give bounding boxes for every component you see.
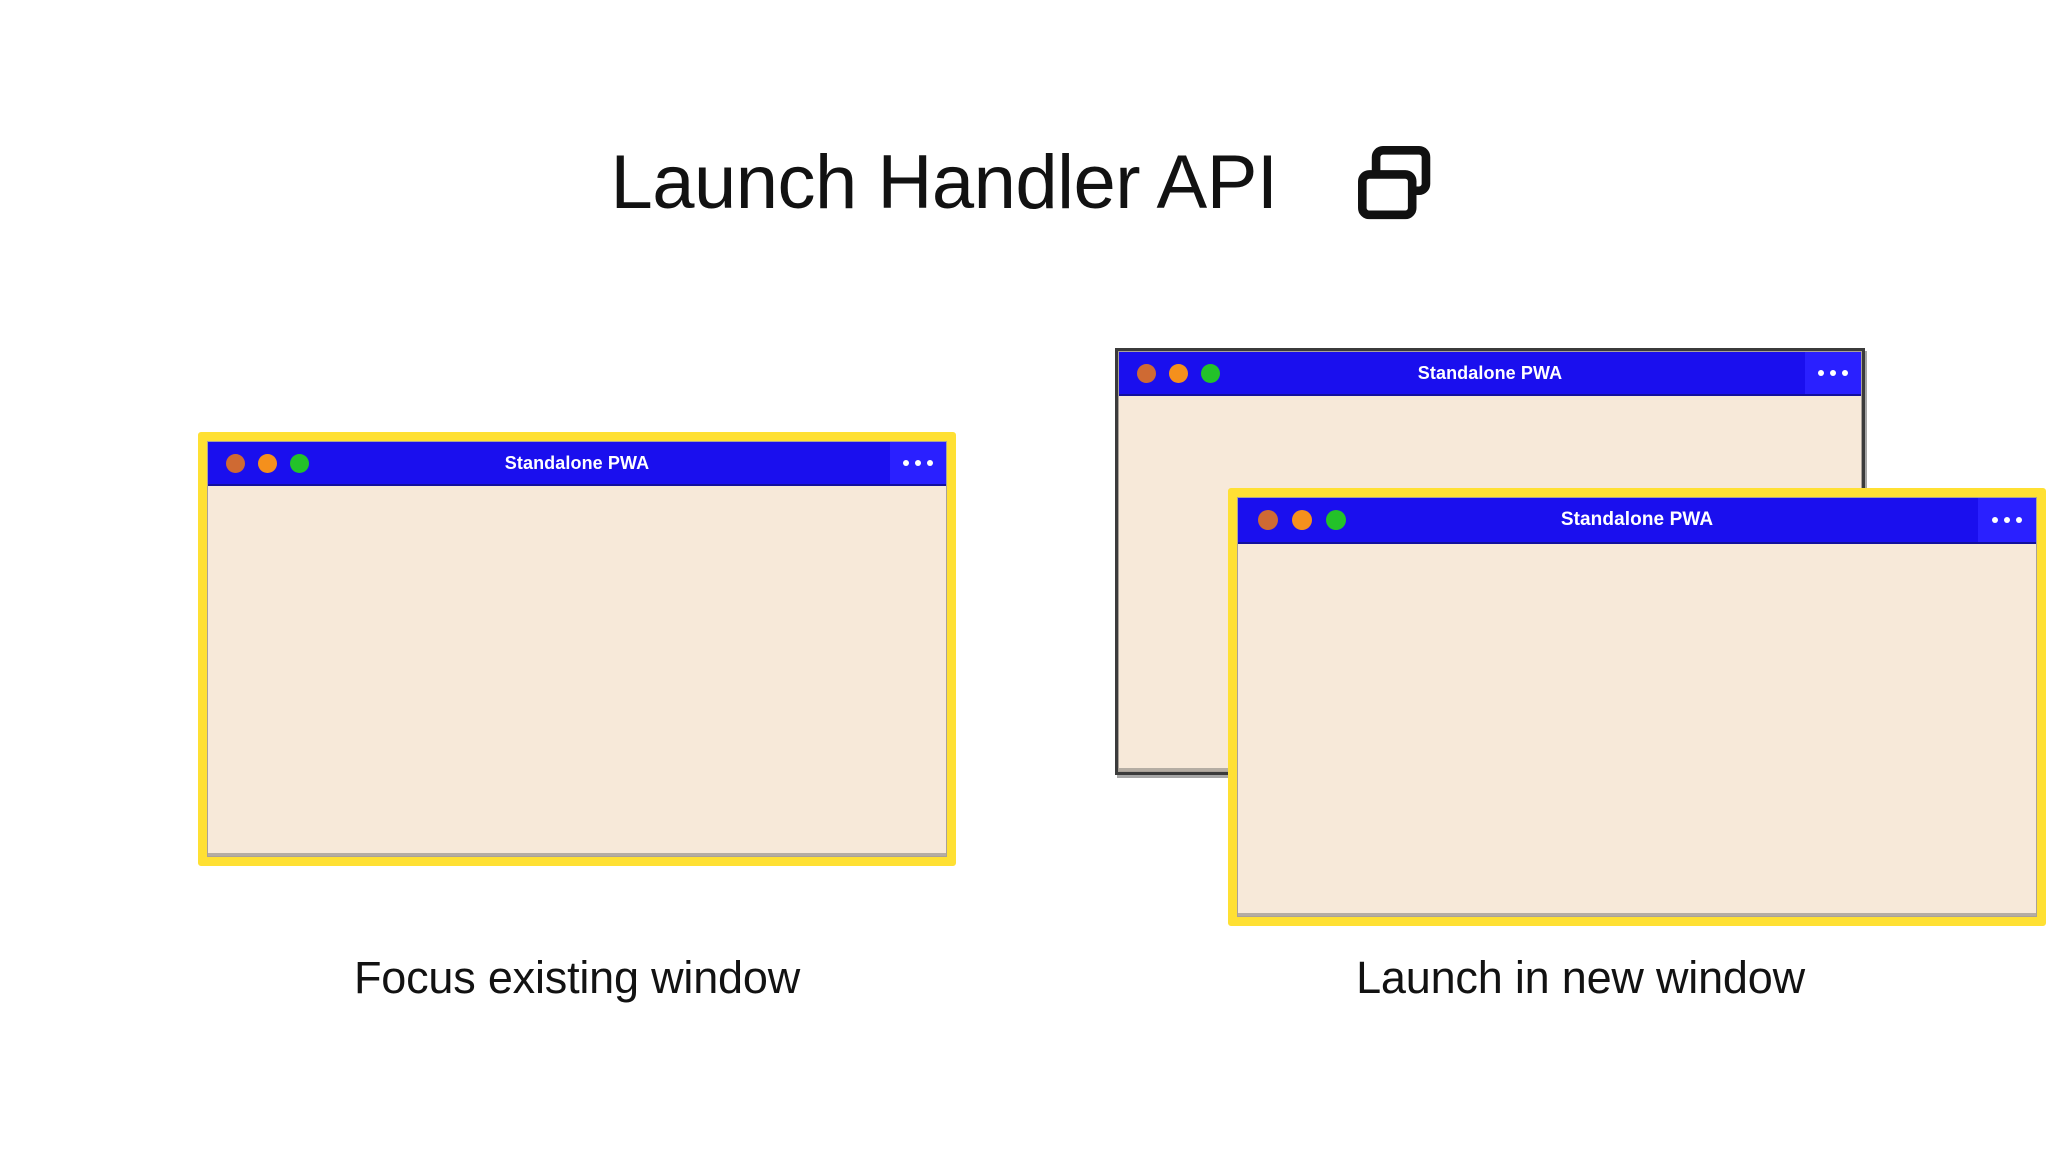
window-newly-launched[interactable]: Standalone PWA (1228, 488, 2046, 926)
close-icon[interactable] (1137, 363, 1156, 383)
overflow-menu-button[interactable] (1978, 498, 2036, 542)
overflow-menu-icon (1818, 370, 1848, 376)
window-title: Standalone PWA (1560, 509, 1714, 530)
page-header: Launch Handler API (0, 128, 2048, 238)
caption-launch-new: Launch in new window (1356, 952, 1805, 1003)
maximize-icon[interactable] (1326, 510, 1346, 530)
caption-focus-existing: Focus existing window (354, 952, 800, 1003)
overflow-menu-icon (1992, 517, 2022, 523)
overflow-menu-button[interactable] (890, 442, 946, 484)
window-content-area (208, 486, 946, 856)
window-inner: Standalone PWA (1237, 497, 2037, 917)
overflow-menu-icon (903, 460, 933, 466)
window-title: Standalone PWA (1417, 362, 1563, 383)
traffic-lights (1137, 363, 1220, 383)
close-icon[interactable] (1258, 510, 1278, 530)
two-windows-icon (1357, 146, 1430, 220)
window-focus-existing[interactable]: Standalone PWA (198, 432, 956, 866)
close-icon[interactable] (226, 453, 245, 473)
window-inner: Standalone PWA (207, 441, 947, 857)
overflow-menu-button[interactable] (1805, 352, 1861, 394)
maximize-icon[interactable] (1201, 363, 1220, 383)
window-titlebar[interactable]: Standalone PWA (1238, 498, 2036, 544)
maximize-icon[interactable] (290, 453, 309, 473)
page-title: Launch Handler API (610, 140, 1278, 225)
traffic-lights (226, 453, 309, 473)
window-titlebar[interactable]: Standalone PWA (208, 442, 946, 486)
minimize-icon[interactable] (1169, 363, 1188, 383)
window-titlebar[interactable]: Standalone PWA (1119, 352, 1861, 396)
traffic-lights (1258, 510, 1346, 530)
window-content-area (1238, 544, 2036, 916)
minimize-icon[interactable] (1292, 510, 1312, 530)
minimize-icon[interactable] (258, 453, 277, 473)
window-title: Standalone PWA (504, 452, 650, 473)
